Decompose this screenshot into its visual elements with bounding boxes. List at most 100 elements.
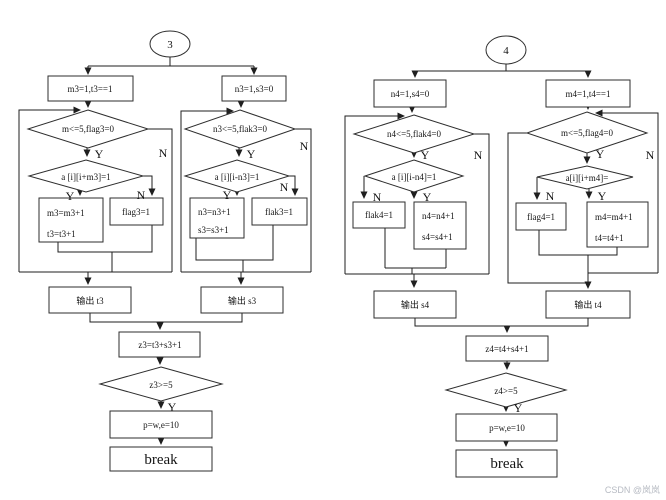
- c4l-merge: [384, 228, 447, 274]
- c4l-then-box: [413, 201, 467, 250]
- c3-break-label: break: [144, 452, 178, 468]
- c3r-while-no: N: [300, 139, 309, 153]
- c3r-while-yes: Y: [247, 147, 256, 161]
- chart4-connectors: [344, 64, 659, 447]
- c4-assign-box: [455, 413, 558, 442]
- c4r-init-label: m4=1,t4==1: [566, 89, 611, 99]
- c3l-while-no: N: [159, 146, 168, 160]
- c4l-while-label: n4<=5,flak4=0: [387, 129, 441, 139]
- c4l-no-line: [474, 133, 490, 274]
- c4-break-box: [455, 449, 558, 478]
- c3-sum-label: z3=t3+s3+1: [138, 340, 181, 350]
- c3-split-line: [88, 57, 254, 67]
- c3r-then-box: [189, 197, 245, 239]
- c4-sum-label: z4=t4+s4+1: [485, 344, 528, 354]
- c3r-init-box: [221, 75, 287, 102]
- c4l-then-line2: s4=s4+1: [422, 232, 453, 242]
- c4r-else-label: flag4=1: [527, 212, 555, 222]
- c4-final-yes: Y: [514, 401, 523, 415]
- c4-out-merge: [414, 318, 589, 327]
- c4r-no-join: [587, 272, 658, 283]
- c4l-if-no: N: [373, 190, 382, 204]
- c4-terminal-label: 4: [503, 45, 509, 57]
- c3r-merge: [195, 225, 274, 272]
- c3l-if-no: N: [137, 188, 146, 202]
- c3r-else-label: flak3=1: [265, 207, 293, 217]
- c4r-while-diamond: [525, 111, 649, 154]
- chart3-shapes: [26, 30, 308, 472]
- c3l-if-label: a [i][i+m3]=1: [61, 172, 110, 182]
- c3l-while-yes: Y: [95, 147, 104, 161]
- chart3-labels: 3 m3=1,t3==1 n3=1,s3=0 m<=5,flag3=0 n3<=…: [47, 39, 309, 468]
- c3-out-right-box: [200, 286, 284, 314]
- c3l-if-no-arrow: [143, 175, 156, 196]
- c3r-loopback: [180, 107, 234, 272]
- c4-final-label: z4>=5: [494, 386, 518, 396]
- c4r-init-box: [545, 79, 631, 108]
- c3r-if-no: N: [280, 180, 289, 194]
- c4l-init-label: n4=1,s4=0: [391, 89, 430, 99]
- c4r-if-no: N: [546, 189, 555, 203]
- c4-break-label: break: [490, 456, 524, 472]
- c3l-then-line1: m3=m3+1: [47, 208, 85, 218]
- c3-final-label: z3>=5: [149, 380, 173, 390]
- c4r-while-yes: Y: [596, 147, 605, 161]
- c3r-if-yes: Y: [223, 188, 232, 202]
- c3-break-box: [109, 446, 213, 472]
- c3l-init-label: m3=1,t3==1: [68, 84, 113, 94]
- c3l-then-box: [38, 197, 104, 243]
- c4l-while-yes: Y: [421, 148, 430, 162]
- c4l-init-box: [373, 79, 447, 108]
- c4r-loopback: [595, 109, 659, 273]
- c4r-then-line2: t4=t4+1: [595, 233, 624, 243]
- c3l-then-line2: t3=t3+1: [47, 229, 76, 239]
- c3-terminal-label: 3: [167, 39, 173, 51]
- c4l-if-yes: Y: [423, 190, 432, 204]
- c3r-if-no-arrow: [289, 175, 299, 196]
- c3l-else-box: [109, 197, 164, 226]
- c3-assign-label: p=w,e=10: [143, 420, 179, 430]
- c4-out-left-label: 输出 s4: [401, 299, 430, 310]
- c4-assign-label: p=w,e=10: [489, 423, 525, 433]
- c3l-if-diamond: [27, 159, 145, 193]
- c4l-while-diamond: [352, 114, 476, 154]
- c4r-if-yes: Y: [598, 189, 607, 203]
- c4-sum-box: [465, 335, 549, 362]
- c3-terminal-ellipse: [149, 30, 191, 58]
- c3l-init-box: [47, 75, 134, 102]
- c4r-then-line1: m4=m4+1: [595, 212, 633, 222]
- c3l-else-label: flag3=1: [122, 207, 150, 217]
- c3-assign-box: [109, 410, 213, 439]
- c3r-if-label: a [i][i-n3]=1: [215, 172, 260, 182]
- c4-out-right-box: [545, 290, 631, 319]
- c3r-no-line: [295, 128, 312, 272]
- c3l-merge: [57, 225, 153, 272]
- c3-final-diamond: [98, 366, 224, 402]
- c4l-else-label: flak4=1: [365, 210, 393, 220]
- c4r-if-diamond: [536, 165, 634, 190]
- c4-split-line: [415, 64, 588, 72]
- c3-out-merge: [89, 313, 243, 323]
- c3l-while-diamond: [26, 109, 150, 149]
- c4l-then-line1: n4=n4+1: [422, 211, 455, 221]
- c4r-while-label: m<=5,flag4=0: [561, 128, 613, 138]
- c3r-then-line2: s3=s3+1: [198, 225, 229, 235]
- c4-final-diamond: [444, 372, 568, 408]
- c3l-no-line: [148, 128, 173, 272]
- c4l-if-diamond: [363, 159, 465, 193]
- c3l-while-label: m<=5,flag3=0: [62, 124, 114, 134]
- chart4-labels: 4 n4=1,s4=0 m4=1,t4==1 n4<=5,flak4=0 m<=…: [365, 45, 655, 472]
- c3r-then-line1: n3=n3+1: [198, 207, 231, 217]
- c3r-init-label: n3=1,s3=0: [235, 84, 274, 94]
- c4r-then-box: [586, 201, 649, 248]
- c4-terminal-ellipse: [485, 35, 527, 65]
- c4r-exit-path: [507, 132, 592, 289]
- c3r-if-diamond: [183, 159, 291, 193]
- c4r-merge: [538, 230, 618, 273]
- c3r-else-box: [251, 197, 308, 226]
- c3-final-yes: Y: [168, 400, 177, 414]
- c4l-if-label: a [i][i-n4]=1: [392, 172, 437, 182]
- c3-out-right-label: 输出 s3: [228, 295, 257, 306]
